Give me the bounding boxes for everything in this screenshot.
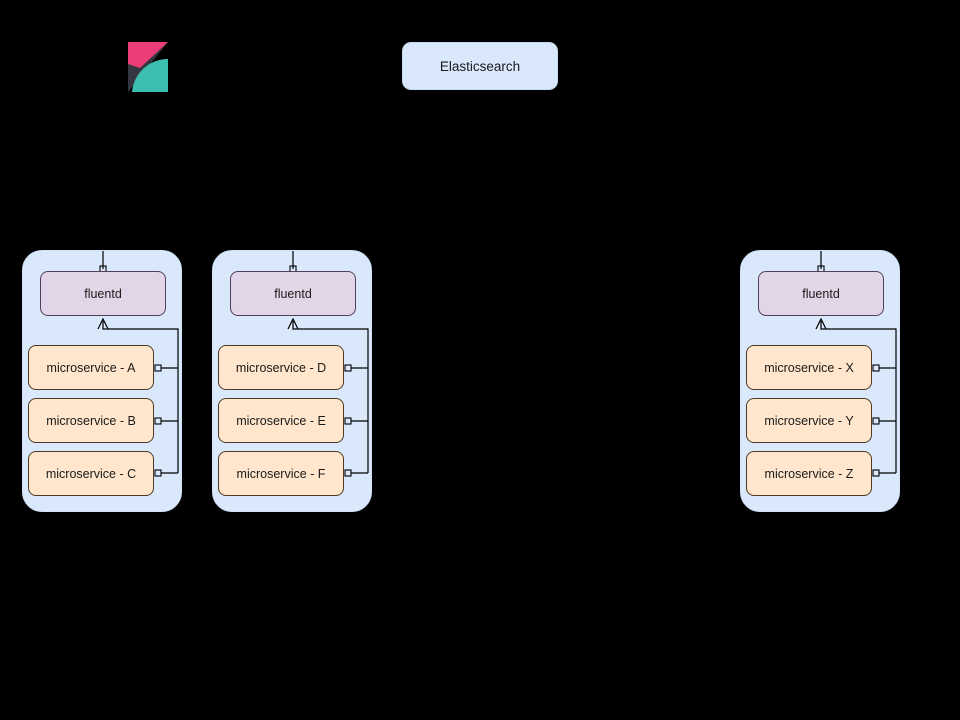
node-elasticsearch-label: Elasticsearch	[439, 58, 521, 74]
node-fluentd-c-label: fluentd	[802, 286, 840, 301]
node-microservice-e-label: microservice - E	[236, 413, 326, 428]
node-microservice-d[interactable]: microservice - D	[218, 345, 344, 390]
node-microservice-b[interactable]: microservice - B	[28, 398, 154, 443]
edge-arrowhead-fluentd-a	[97, 317, 109, 330]
node-microservice-b-label: microservice - B	[46, 413, 136, 428]
node-microservice-e[interactable]: microservice - E	[218, 398, 344, 443]
kibana-logo-pink-shape	[128, 42, 168, 68]
edge-arrowhead-fluentd-b	[287, 317, 299, 330]
edge-endpoint-service-d	[344, 364, 352, 372]
node-fluentd-a-label: fluentd	[84, 286, 122, 301]
node-microservice-c-label: microservice - C	[45, 466, 137, 481]
edge-endpoint-service-z	[872, 469, 880, 477]
node-fluentd-a[interactable]: fluentd	[40, 271, 166, 316]
edge-fluentd-c-to-elasticsearch	[479, 92, 821, 256]
node-microservice-c[interactable]: microservice - C	[28, 451, 154, 496]
node-fluentd-b-label: fluentd	[274, 286, 312, 301]
node-fluentd-c[interactable]: fluentd	[758, 271, 884, 316]
cluster-container-a[interactable]: fluentd microservice - A microservice - …	[22, 250, 182, 512]
edge-endpoint-service-f	[344, 469, 352, 477]
edge-endpoint-service-a	[154, 364, 162, 372]
kibana-logo-teal-shape	[132, 58, 168, 92]
kibana-logo	[128, 42, 168, 92]
node-microservice-x[interactable]: microservice - X	[746, 345, 872, 390]
node-microservice-a[interactable]: microservice - A	[28, 345, 154, 390]
cluster-container-b[interactable]: fluentd microservice - D microservice - …	[212, 250, 372, 512]
node-microservice-y[interactable]: microservice - Y	[746, 398, 872, 443]
edge-endpoint-service-y	[872, 417, 880, 425]
node-fluentd-b[interactable]: fluentd	[230, 271, 356, 316]
edge-endpoint-service-e	[344, 417, 352, 425]
node-microservice-y-label: microservice - Y	[764, 413, 854, 428]
node-microservice-z[interactable]: microservice - Z	[746, 451, 872, 496]
edge-fluentd-a-to-elasticsearch	[101, 92, 481, 256]
edge-endpoint-service-c	[154, 469, 162, 477]
edge-arrowhead-fluentd-c	[815, 317, 827, 330]
edge-endpoint-service-b	[154, 417, 162, 425]
cluster-container-c[interactable]: fluentd microservice - X microservice - …	[740, 250, 900, 512]
node-microservice-f-label: microservice - F	[236, 466, 326, 481]
node-microservice-f[interactable]: microservice - F	[218, 451, 344, 496]
edge-endpoint-service-x	[872, 364, 880, 372]
node-microservice-a-label: microservice - A	[46, 360, 136, 375]
node-elasticsearch[interactable]: Elasticsearch	[402, 42, 558, 90]
node-microservice-z-label: microservice - Z	[764, 466, 854, 481]
node-microservice-d-label: microservice - D	[235, 360, 327, 375]
node-microservice-x-label: microservice - X	[764, 360, 854, 375]
edge-fluentd-b-to-elasticsearch	[291, 92, 481, 256]
